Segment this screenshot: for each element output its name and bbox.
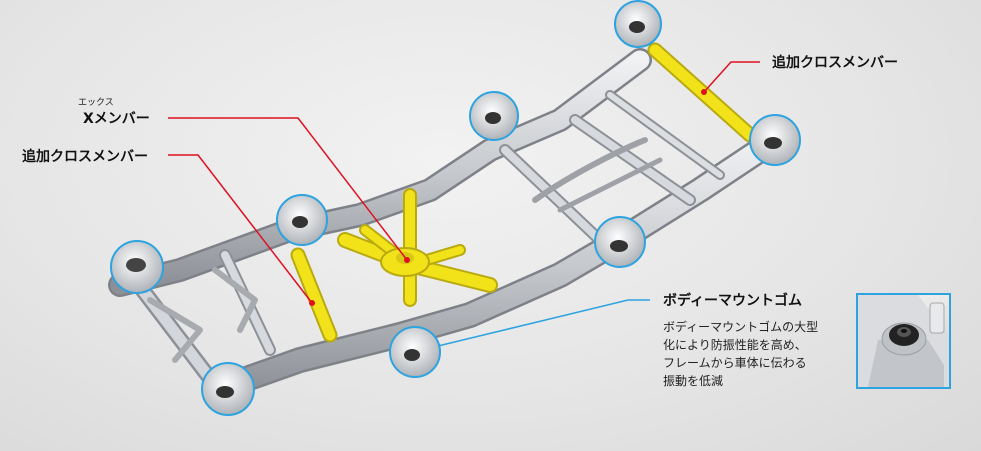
- body-mount-5: [594, 216, 646, 268]
- x-member-label: Xメンバー: [83, 111, 150, 127]
- body-mount-2: [469, 91, 519, 141]
- body-mount-inset-image: [856, 293, 951, 389]
- callout-cross-member-right-line: [703, 61, 760, 93]
- body-mount-8: [201, 362, 255, 416]
- body-mount-1: [614, 0, 662, 48]
- callout-lines: [168, 61, 760, 347]
- added-cross-member-left-label: 追加クロスメンバー: [22, 149, 148, 165]
- body-mount-title: ボディーマウントゴム: [663, 293, 803, 309]
- body-mount-description: ボディーマウントゴムの大型 化により防振性能を高め、 フレームから車体に伝わる …: [663, 320, 819, 388]
- added-cross-member-front: [290, 247, 338, 343]
- ladder-frame: [108, 48, 788, 403]
- callout-cross-member-left-line: [168, 154, 313, 304]
- body-mount-3: [749, 114, 801, 166]
- x-member: [337, 188, 498, 307]
- body-mount-highlights: [110, 0, 801, 416]
- body-mount-4: [276, 194, 328, 246]
- x-member-ruby: エックス: [78, 98, 114, 108]
- callout-body-mount-line: [437, 299, 650, 347]
- body-mount-7: [389, 326, 441, 378]
- rubber-mount-icon: [858, 295, 949, 387]
- added-cross-member-right-label: 追加クロスメンバー: [772, 55, 898, 71]
- callout-x-member-line: [168, 117, 408, 261]
- body-mount-6: [110, 240, 164, 294]
